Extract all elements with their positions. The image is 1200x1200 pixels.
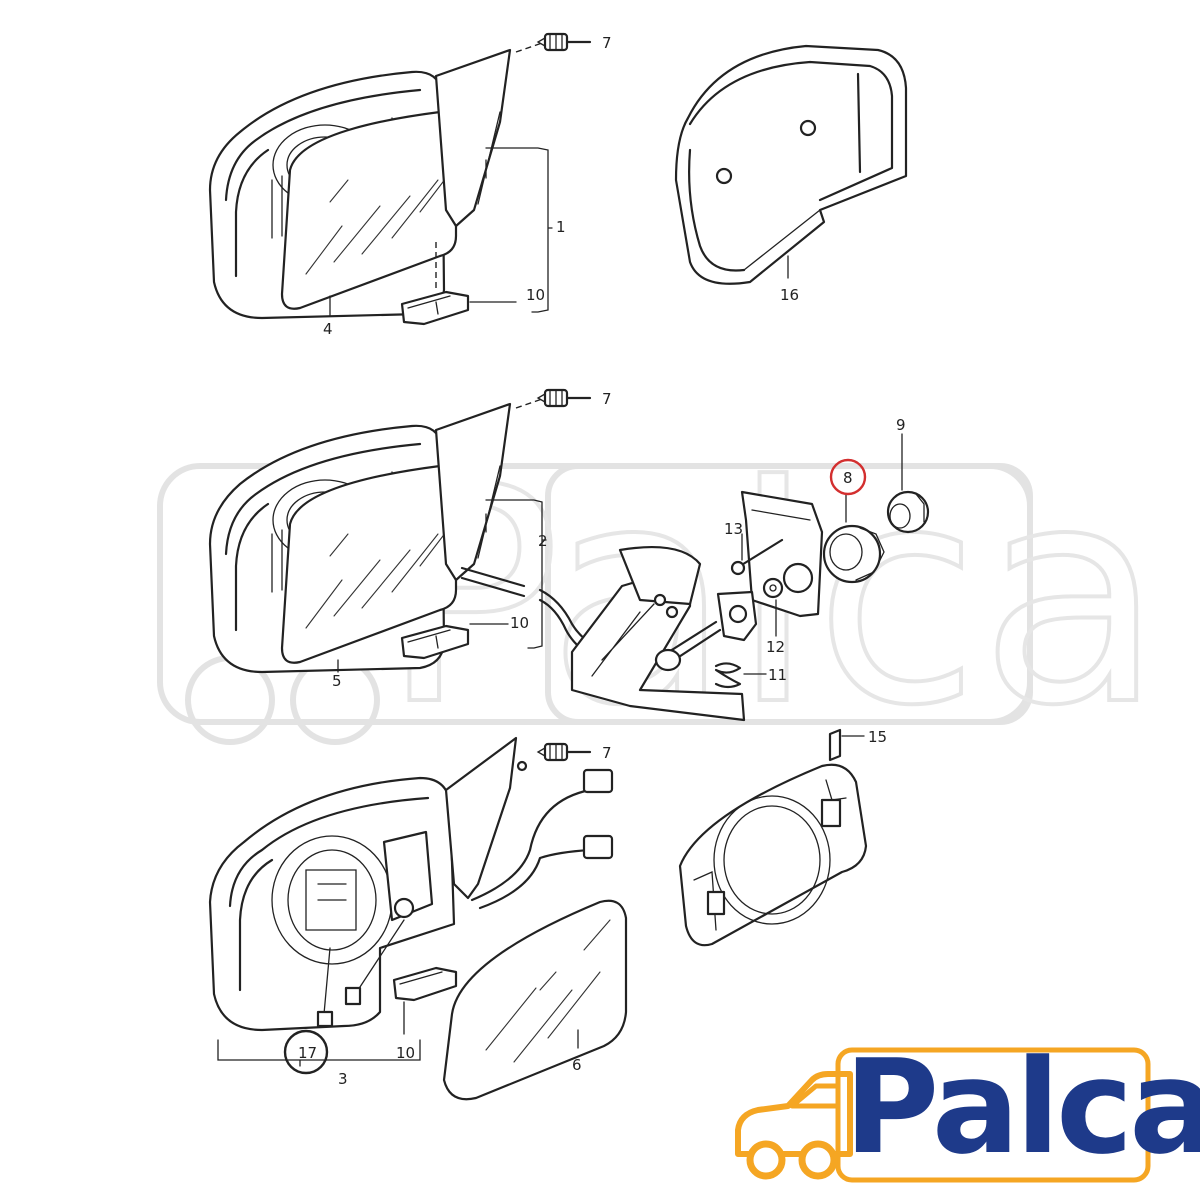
- callout-7: 7: [602, 390, 612, 408]
- callout-17-circle: [283, 1029, 329, 1075]
- callout-6: 6: [572, 1056, 582, 1074]
- callout-labels: 7 1 10 4 16 7 2 10 5 13 12 11 8 9 7 15 6…: [298, 34, 906, 1088]
- palca-logo: Palca: [732, 1032, 1200, 1184]
- bolt-icon: [536, 32, 592, 52]
- callout-3: 3: [338, 1070, 348, 1088]
- callout-4: 4: [323, 320, 333, 338]
- connector-icon: [582, 768, 614, 794]
- mirror-cover-16: [674, 44, 908, 285]
- callout-10: 10: [526, 286, 545, 304]
- bushing-9: [886, 490, 930, 534]
- adjuster-mechanism: [570, 433, 930, 722]
- bolt-icon: [536, 742, 592, 762]
- callout-2: 2: [538, 532, 548, 550]
- grommet-8: [822, 524, 885, 584]
- callout-7: 7: [602, 744, 612, 762]
- connector-icon: [582, 834, 614, 860]
- callout-15: 15: [868, 728, 887, 746]
- callout-13: 13: [724, 520, 743, 538]
- mirror-assembly-bottom: [208, 736, 614, 1067]
- callout-11: 11: [768, 666, 787, 684]
- highlight-ring: [829, 458, 867, 496]
- glass-backing-plate: [678, 728, 868, 947]
- callout-16: 16: [780, 286, 799, 304]
- callout-10: 10: [396, 1044, 415, 1062]
- callout-7: 7: [602, 34, 612, 52]
- truck-icon: [735, 1047, 1151, 1183]
- callout-1: 1: [556, 218, 566, 236]
- callout-5: 5: [332, 672, 342, 690]
- callout-17: 17: [298, 1044, 317, 1062]
- callout-8: 8: [843, 469, 853, 487]
- bolt-icon: [536, 388, 592, 408]
- mirror-assembly-top: [208, 32, 592, 326]
- mirror-assembly-middle: [208, 388, 642, 674]
- callout-12: 12: [766, 638, 785, 656]
- callout-9: 9: [896, 416, 906, 434]
- logo-text: Palca: [844, 1031, 1200, 1183]
- callout-10: 10: [510, 614, 529, 632]
- mirror-glass-6: [442, 899, 628, 1101]
